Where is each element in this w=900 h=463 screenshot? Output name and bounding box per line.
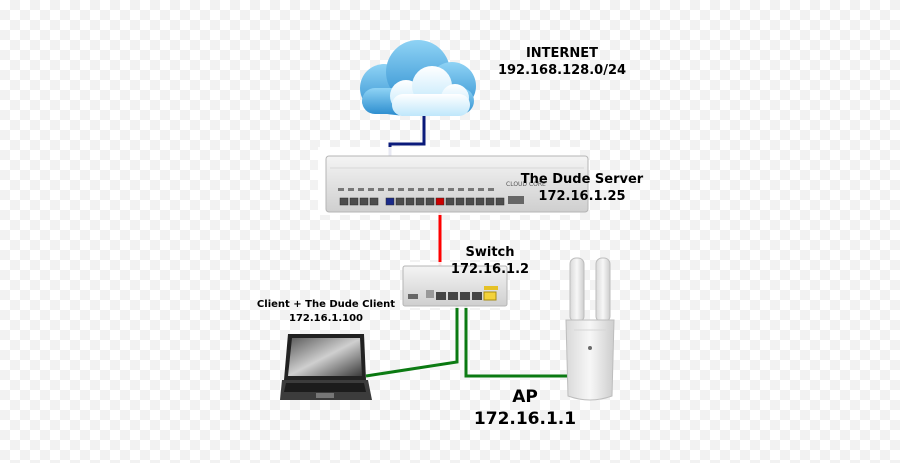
internet-label: INTERNET 192.168.128.0/24: [492, 45, 632, 79]
cloud-icon: [360, 40, 476, 116]
laptop-icon: [280, 334, 372, 400]
client-name: Client + The Dude Client: [256, 299, 396, 310]
switch-name: Switch: [465, 245, 515, 260]
switch-icon: [402, 262, 508, 308]
ap-cable: [464, 300, 567, 378]
ap-name: AP: [512, 387, 538, 407]
server-label: The Dude Server 172.16.1.25: [512, 171, 652, 205]
client-cable: [365, 300, 459, 378]
internet-subnet: 192.168.128.0/24: [497, 63, 627, 78]
internet-name: INTERNET: [525, 46, 599, 61]
client-label: Client + The Dude Client 172.16.1.100: [250, 298, 402, 326]
router-icon: CLOUD CORE: [318, 147, 589, 215]
ap-label: AP 172.16.1.1: [470, 386, 580, 430]
router-brand-text: CLOUD CORE: [506, 181, 546, 188]
switch-label: Switch 172.16.1.2: [440, 244, 540, 278]
switch-ip: 172.16.1.2: [450, 262, 530, 277]
server-ip: 172.16.1.25: [538, 189, 626, 204]
ap-ip: 172.16.1.1: [473, 409, 577, 429]
client-ip: 172.16.1.100: [288, 313, 364, 324]
server-name: The Dude Server: [520, 172, 644, 187]
access-point-icon: [565, 257, 615, 401]
